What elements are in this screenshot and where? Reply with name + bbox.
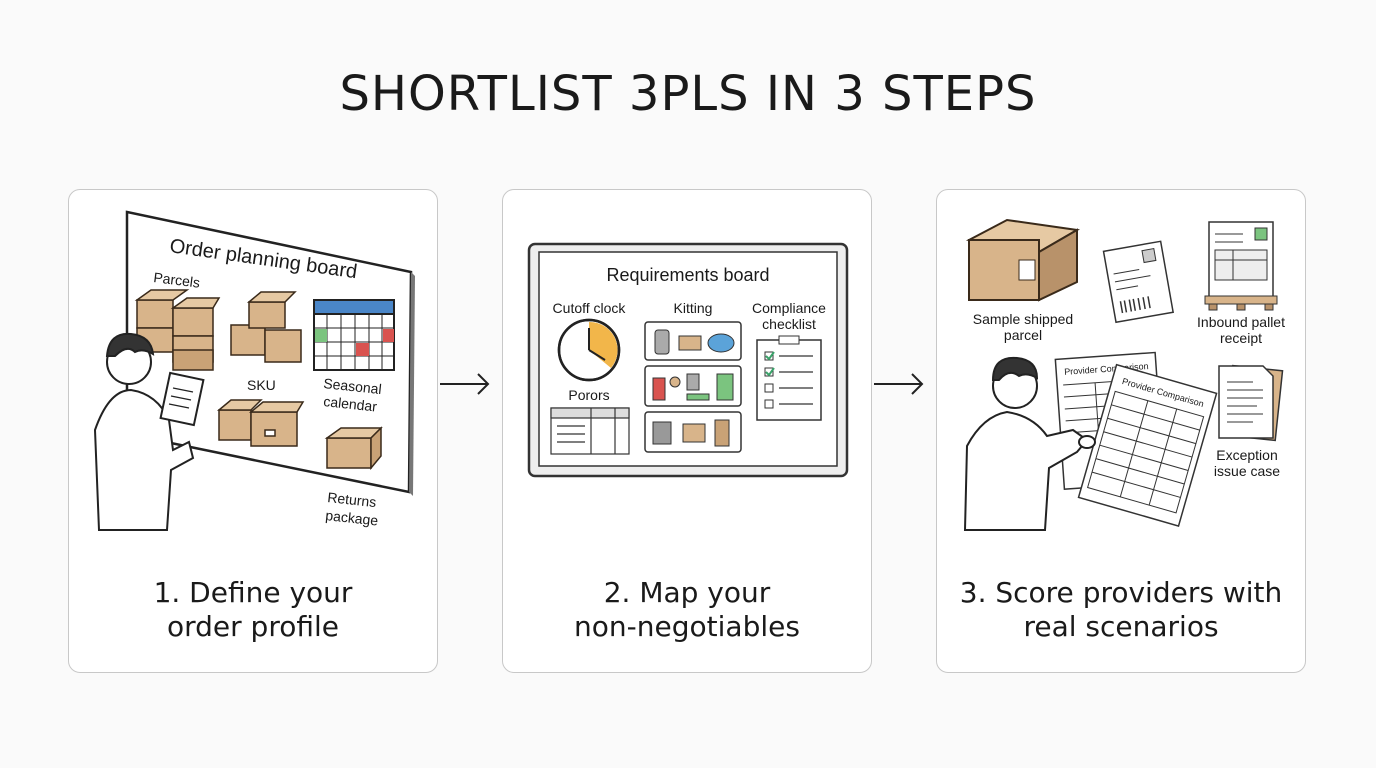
step-1-panel: Order planning board Parcels [68, 189, 438, 673]
step-2-caption-line1: 2. Map your [603, 576, 771, 609]
seasonal-label-2: calendar [323, 393, 378, 415]
step-3-caption-line2: real scenarios [1023, 610, 1219, 643]
kitting-tray-3 [644, 411, 742, 453]
table-icon [550, 407, 630, 455]
step-1-caption-line2: order profile [166, 610, 339, 643]
step-3-panel: Sample shipped parcel Inbound pallet rec… [936, 189, 1306, 673]
step-3-caption: 3. Score providers with real scenarios [937, 576, 1305, 644]
pallet-receipt-icon [1204, 221, 1278, 311]
seasonal-label-1: Seasonal [323, 375, 383, 397]
returns-label-1: Returns [327, 489, 377, 510]
parcels-label: Parcels [153, 269, 201, 291]
step-2-caption: 2. Map your non-negotiables [503, 576, 871, 644]
kitting-tray-2 [644, 365, 742, 407]
returns-label-2: package [325, 507, 380, 528]
kitting-label: Kitting [674, 300, 713, 316]
exception-label-2: issue case [1214, 463, 1280, 479]
step-1-caption: 1. Define your order profile [69, 576, 437, 644]
shipping-label-icon [1102, 240, 1175, 324]
parcel-label-2: parcel [1004, 327, 1042, 343]
compliance-label-1: Compliance [752, 300, 826, 316]
compliance-checklist-icon [756, 335, 822, 421]
parcels-icon [134, 289, 221, 371]
step-2-panel: Requirements board Cutoff clock Kitting … [502, 189, 872, 673]
porors-label: Porors [568, 387, 609, 403]
board-title: Requirements board [606, 265, 769, 285]
pallet-label-1: Inbound pallet [1197, 314, 1285, 330]
returns-package-icon [324, 426, 383, 471]
kitting-tray-1 [644, 321, 742, 361]
person-icon [963, 356, 1096, 531]
compliance-label-2: checklist [762, 316, 816, 332]
exception-document-icon [1218, 364, 1284, 442]
step-3-caption-line1: 3. Score providers with [959, 576, 1283, 609]
sku-boxes-icon [230, 291, 302, 363]
seasonal-calendar-icon [313, 299, 395, 371]
requirements-illustration: Requirements board Cutoff clock Kitting … [527, 242, 849, 478]
sku-label: SKU [247, 377, 276, 393]
parcel-label-1: Sample shipped [973, 311, 1073, 327]
sku-pair-icon [216, 399, 305, 447]
arrow-right-icon [440, 373, 490, 395]
order-planning-illustration: Order planning board Parcels [93, 210, 415, 531]
cutoff-label: Cutoff clock [553, 300, 627, 316]
exception-label-1: Exception [1216, 447, 1277, 463]
person-icon [93, 332, 205, 531]
clock-icon [557, 318, 621, 382]
arrow-right-icon [874, 373, 924, 395]
pallet-label-2: receipt [1220, 330, 1262, 346]
shipped-parcel-icon [965, 218, 1081, 302]
step-1-caption-line1: 1. Define your [153, 576, 353, 609]
scoring-illustration: Sample shipped parcel Inbound pallet rec… [963, 218, 1285, 531]
page-title: SHORTLIST 3PLS IN 3 STEPS [339, 66, 1037, 122]
step-2-caption-line2: non-negotiables [574, 610, 800, 643]
